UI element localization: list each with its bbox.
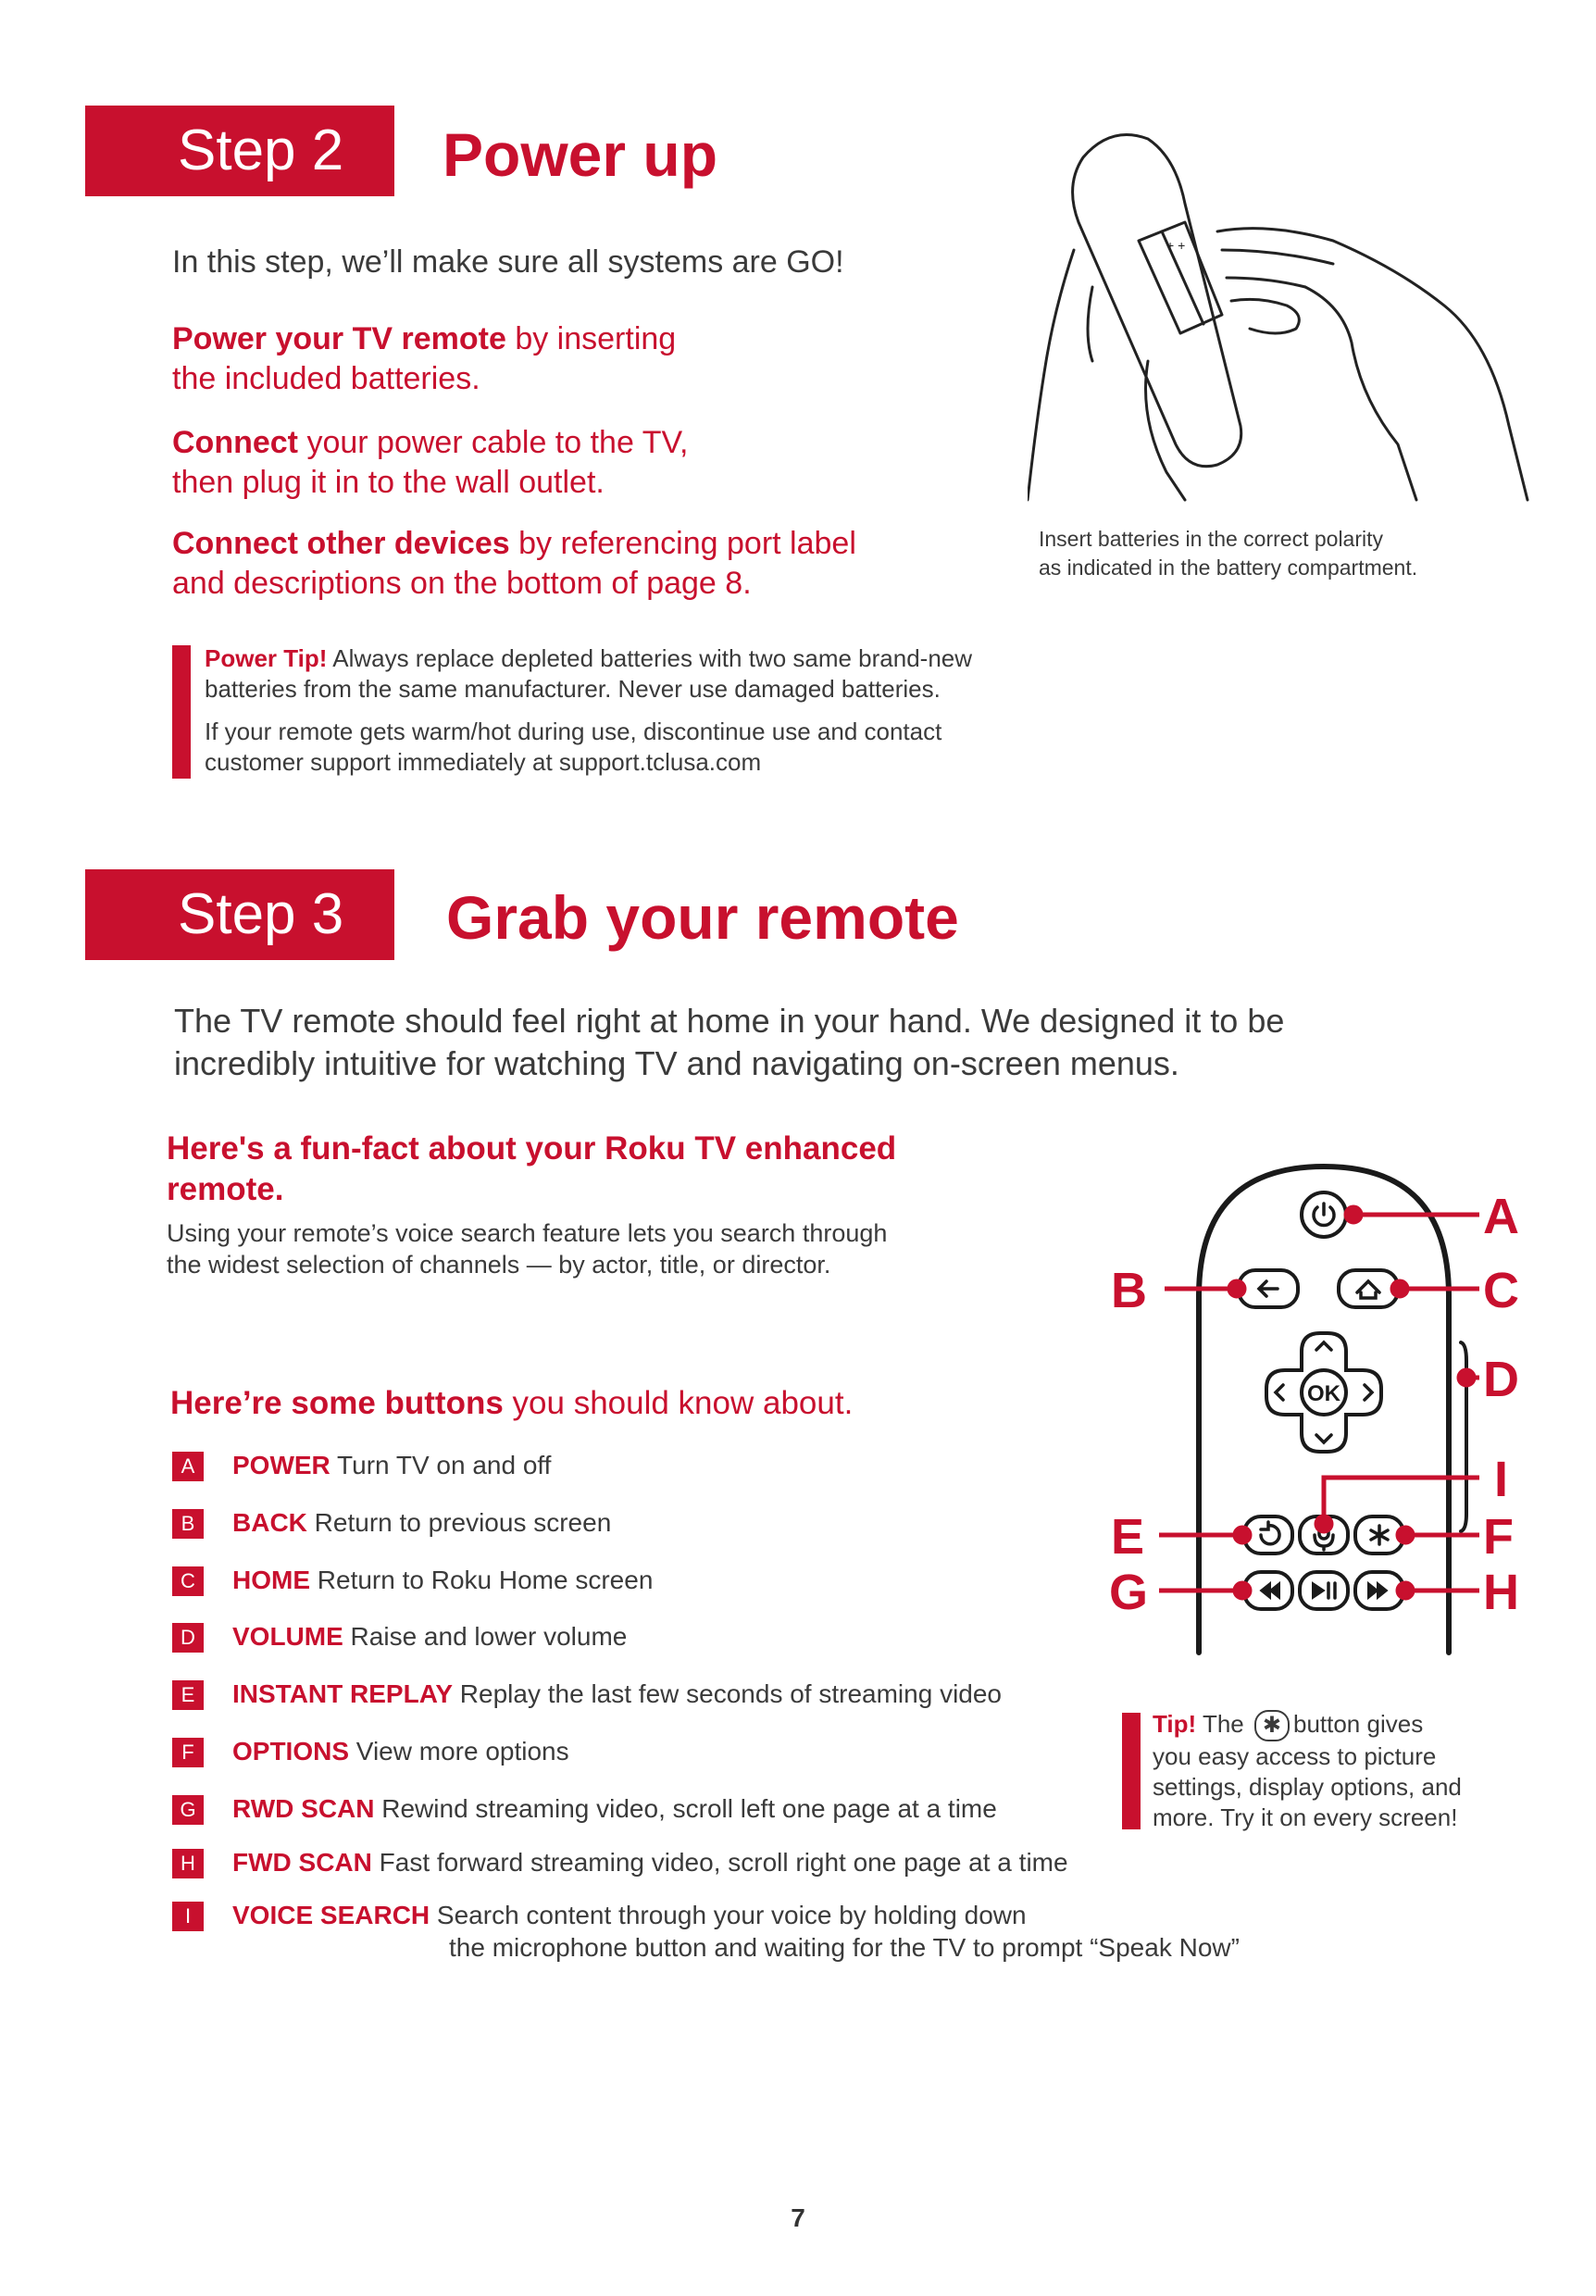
- chevron-down-icon: [1315, 1433, 1333, 1445]
- callout-label-f: F: [1483, 1509, 1514, 1565]
- key-badge: C: [172, 1566, 204, 1596]
- rewind-icon: [1259, 1580, 1280, 1601]
- key-badge: B: [172, 1509, 204, 1539]
- callout-label-b: B: [1111, 1263, 1147, 1318]
- fast-forward-icon: [1367, 1580, 1389, 1601]
- callout-label-h: H: [1483, 1565, 1519, 1620]
- key-badge: D: [172, 1623, 204, 1653]
- key-badge: F: [172, 1738, 204, 1767]
- chevron-up-icon: [1315, 1340, 1333, 1352]
- callout-dot-h: [1395, 1580, 1415, 1601]
- play-pause-icon: [1312, 1581, 1326, 1600]
- remote-diagram: OK A B C D I E F G H: [1109, 1164, 1519, 1655]
- callout-dot-b: [1227, 1279, 1247, 1299]
- options-asterisk-icon: ✱: [1253, 1710, 1290, 1742]
- volume-rocker: [1459, 1341, 1468, 1533]
- page-number: 7: [791, 2203, 805, 2232]
- ok-label: OK: [1307, 1381, 1341, 1406]
- chevron-right-icon: [1363, 1383, 1375, 1402]
- remote-tip: Tip! The ✱button gives you easy access t…: [1153, 1710, 1462, 1832]
- callout-dot-e: [1232, 1525, 1253, 1545]
- callout-dot-f: [1395, 1525, 1415, 1545]
- step-3-intro: The TV remote should feel right at home …: [174, 1002, 1285, 1082]
- key-badge: E: [172, 1680, 204, 1710]
- para-connect-devices: Connect other devices by referencing por…: [172, 526, 856, 601]
- callout-dot-d: [1456, 1367, 1477, 1388]
- callout-label-g: G: [1109, 1565, 1148, 1620]
- callout-dot-c: [1390, 1279, 1410, 1299]
- dpad: [1265, 1331, 1383, 1454]
- para-connect-power: Connect your power cable to the TV,then …: [172, 425, 689, 500]
- back-arrow-icon: [1256, 1279, 1279, 1298]
- power-tip-bar: [172, 645, 191, 779]
- remote-tip-bar: [1122, 1713, 1141, 1829]
- power-tip: Power Tip! Always replace depleted batte…: [205, 644, 973, 776]
- funfact-title: Here's a fun-fact about your Roku TV enh…: [167, 1130, 897, 1207]
- svg-text:+ +: + +: [1166, 238, 1185, 253]
- battery-caption: Insert batteries in the correct polarity…: [1039, 527, 1418, 580]
- buttons-heading: Here’re some buttons you should know abo…: [170, 1385, 854, 1421]
- callout-label-c: C: [1483, 1263, 1519, 1318]
- callout-dot-i: [1314, 1514, 1334, 1534]
- key-badge: H: [172, 1849, 204, 1878]
- home-button: [1337, 1268, 1400, 1309]
- battery-insert-illustration: + +: [1028, 133, 1529, 502]
- funfact-text: Using your remote’s voice search feature…: [167, 1219, 888, 1279]
- remote-outline: [1196, 1164, 1452, 1655]
- callout-label-e: E: [1111, 1509, 1144, 1565]
- replay-icon: [1259, 1520, 1281, 1546]
- key-badge: I: [172, 1902, 204, 1931]
- home-icon: [1355, 1279, 1381, 1300]
- play-pause-button: [1298, 1570, 1350, 1611]
- key-badge: G: [172, 1795, 204, 1825]
- callout-label-d: D: [1483, 1352, 1519, 1407]
- callout-label-a: A: [1483, 1189, 1519, 1244]
- step-2-label: Step 2: [85, 106, 394, 196]
- chevron-left-icon: [1273, 1383, 1285, 1402]
- callout-label-i: I: [1494, 1452, 1508, 1507]
- key-badge: A: [172, 1452, 204, 1481]
- callout-dot-a: [1343, 1204, 1364, 1225]
- step-2-intro: In this step, we’ll make sure all system…: [172, 244, 844, 280]
- step-3-label: Step 3: [85, 869, 394, 960]
- asterisk-icon: [1369, 1524, 1390, 1546]
- callout-dot-g: [1232, 1580, 1253, 1601]
- step-3-title: Grab your remote: [446, 883, 959, 952]
- step-2-title: Power up: [443, 120, 718, 189]
- ok-button: [1300, 1368, 1348, 1416]
